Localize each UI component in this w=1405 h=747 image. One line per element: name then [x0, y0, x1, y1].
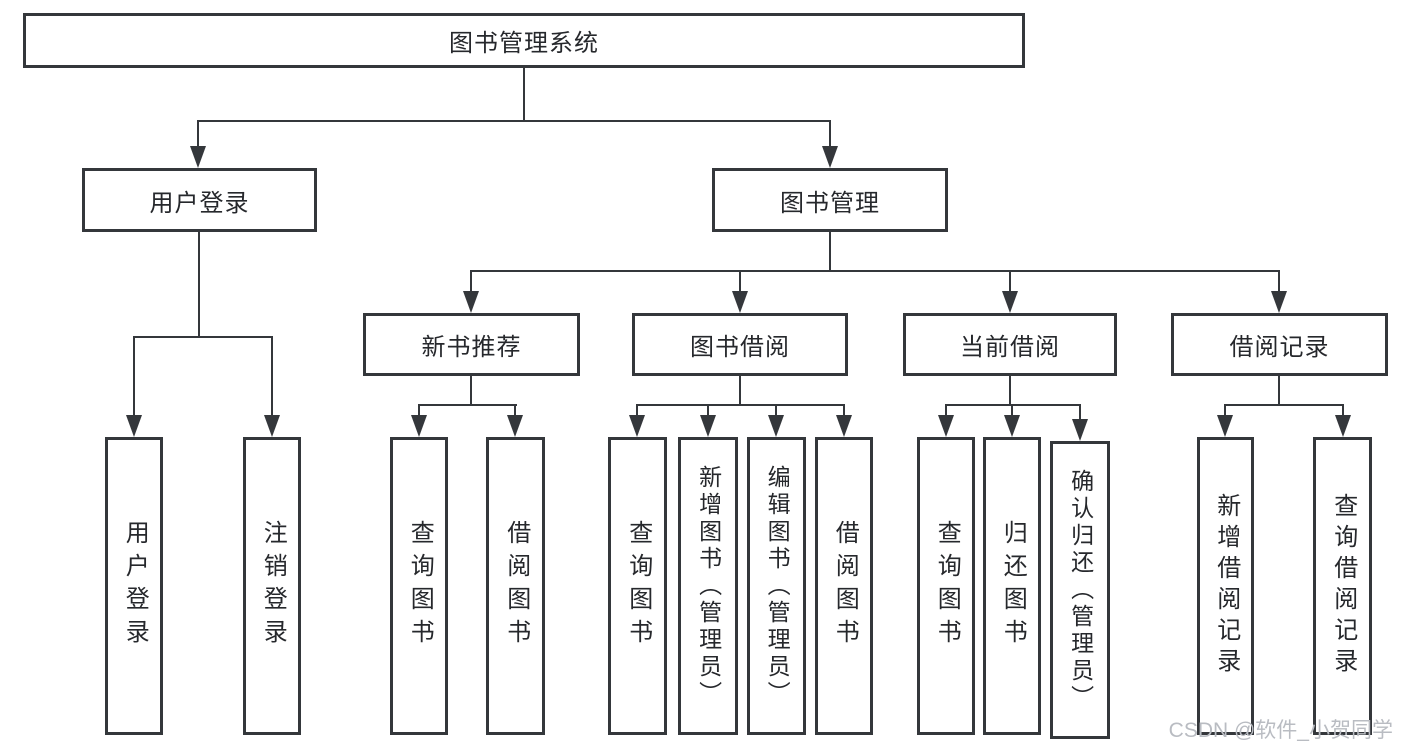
- leaf-logout: 注销登录: [243, 437, 301, 735]
- arrow-down-icon: [938, 415, 954, 437]
- leaf-return-book: 归还图书: [983, 437, 1041, 735]
- connector-borrow-drop-3: [775, 404, 777, 417]
- connector-bookmgmt-drop-3: [1009, 270, 1011, 293]
- node-new-book-recommend: 新书推荐: [363, 313, 580, 376]
- connector-borrow-drop-1: [636, 404, 638, 417]
- arrow-down-icon: [1072, 419, 1088, 441]
- connector-record-branch: [1224, 404, 1344, 406]
- leaf-recommend-query-book-label: 查询图书: [406, 520, 434, 652]
- leaf-recommend-borrow-book-label: 借阅图书: [502, 520, 530, 652]
- arrow-down-icon: [1217, 415, 1233, 437]
- connector-record-drop-1: [1224, 404, 1226, 417]
- leaf-borrow-book-label: 借阅图书: [831, 520, 859, 652]
- connector-current-drop-2: [1011, 404, 1013, 417]
- node-book-borrow: 图书借阅: [632, 313, 848, 376]
- connector-userlogin-branch: [133, 336, 273, 338]
- node-current-borrow: 当前借阅: [903, 313, 1117, 376]
- connector-userlogin-trunk: [198, 232, 200, 338]
- connector-bookmgmt-trunk: [829, 232, 831, 272]
- leaf-add-book-admin-label: 新增图书（管理员）: [695, 464, 722, 708]
- leaf-edit-book-admin: 编辑图书（管理员）: [747, 437, 806, 735]
- node-book-management: 图书管理: [712, 168, 948, 232]
- leaf-current-query-book-label: 查询图书: [933, 520, 961, 652]
- connector-current-drop-3: [1079, 404, 1081, 421]
- leaf-return-book-label: 归还图书: [999, 520, 1027, 652]
- node-current-borrow-label: 当前借阅: [960, 334, 1060, 361]
- arrow-down-icon: [1271, 291, 1287, 313]
- leaf-user-login-label: 用户登录: [121, 520, 149, 652]
- arrow-down-icon: [190, 146, 206, 168]
- connector-record-trunk: [1278, 376, 1280, 406]
- arrow-down-icon: [768, 415, 784, 437]
- leaf-borrow-query-book-label: 查询图书: [624, 520, 652, 652]
- leaf-logout-label: 注销登录: [259, 520, 287, 652]
- arrow-down-icon: [463, 291, 479, 313]
- arrow-down-icon: [1004, 415, 1020, 437]
- connector-bookmgmt-branch: [470, 270, 1280, 272]
- connector-userlogin-drop-1: [133, 336, 135, 417]
- watermark: CSDN @软件_小贺同学: [1168, 719, 1393, 742]
- arrow-down-icon: [732, 291, 748, 313]
- node-root: 图书管理系统: [23, 13, 1025, 68]
- leaf-add-book-admin: 新增图书（管理员）: [678, 437, 738, 735]
- leaf-add-borrow-record: 新增借阅记录: [1197, 437, 1254, 735]
- arrow-down-icon: [126, 415, 142, 437]
- arrow-down-icon: [836, 415, 852, 437]
- connector-root-drop-right: [829, 120, 831, 148]
- connector-newbook-trunk: [470, 376, 472, 406]
- connector-borrow-trunk: [739, 376, 741, 406]
- connector-borrow-drop-4: [843, 404, 845, 417]
- leaf-current-query-book: 查询图书: [917, 437, 975, 735]
- node-root-label: 图书管理系统: [449, 30, 599, 57]
- arrow-down-icon: [264, 415, 280, 437]
- arrow-down-icon: [700, 415, 716, 437]
- node-borrow-record: 借阅记录: [1171, 313, 1388, 376]
- arrow-down-icon: [629, 415, 645, 437]
- connector-current-drop-1: [945, 404, 947, 417]
- node-book-borrow-label: 图书借阅: [690, 334, 790, 361]
- leaf-recommend-query-book: 查询图书: [390, 437, 448, 735]
- arrow-down-icon: [822, 146, 838, 168]
- node-new-book-recommend-label: 新书推荐: [421, 334, 522, 361]
- connector-root-drop-left: [197, 120, 199, 148]
- connector-current-trunk: [1009, 376, 1011, 406]
- arrow-down-icon: [1002, 291, 1018, 313]
- arrow-down-icon: [507, 415, 523, 437]
- leaf-query-borrow-record-label: 查询借阅记录: [1329, 493, 1357, 679]
- connector-userlogin-drop-2: [271, 336, 273, 417]
- leaf-user-login: 用户登录: [105, 437, 163, 735]
- leaf-query-borrow-record: 查询借阅记录: [1313, 437, 1372, 735]
- connector-bookmgmt-drop-2: [739, 270, 741, 293]
- leaf-confirm-return-admin-label: 确认归还（管理员）: [1067, 468, 1094, 712]
- arrow-down-icon: [1335, 415, 1351, 437]
- connector-borrow-drop-2: [707, 404, 709, 417]
- arrow-down-icon: [411, 415, 427, 437]
- connector-bookmgmt-drop-1: [470, 270, 472, 293]
- leaf-edit-book-admin-label: 编辑图书（管理员）: [764, 464, 791, 708]
- leaf-confirm-return-admin: 确认归还（管理员）: [1050, 441, 1110, 739]
- node-borrow-record-label: 借阅记录: [1229, 334, 1330, 361]
- connector-borrow-branch: [636, 404, 845, 406]
- connector-current-branch: [945, 404, 1081, 406]
- connector-bookmgmt-drop-4: [1278, 270, 1280, 293]
- connector-newbook-drop-1: [418, 404, 420, 417]
- leaf-add-borrow-record-label: 新增借阅记录: [1212, 493, 1240, 679]
- connector-record-drop-2: [1342, 404, 1344, 417]
- node-book-management-label: 图书管理: [780, 189, 880, 217]
- leaf-recommend-borrow-book: 借阅图书: [486, 437, 545, 735]
- connector-newbook-branch: [418, 404, 517, 406]
- node-user-login: 用户登录: [82, 168, 317, 232]
- connector-root-trunk: [523, 68, 525, 122]
- connector-newbook-drop-2: [514, 404, 516, 417]
- leaf-borrow-query-book: 查询图书: [608, 437, 667, 735]
- node-user-login-label: 用户登录: [149, 189, 250, 217]
- connector-root-branch: [197, 120, 831, 122]
- leaf-borrow-book: 借阅图书: [815, 437, 873, 735]
